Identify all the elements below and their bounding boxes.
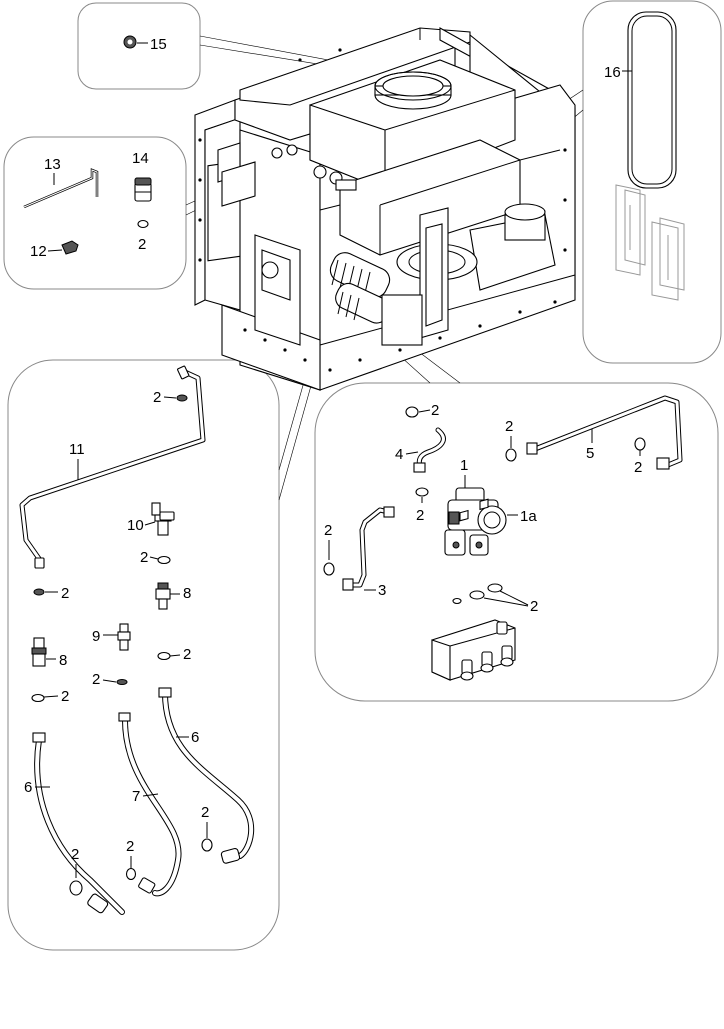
label-6-a: 6 xyxy=(24,779,32,796)
label-2-c: 2 xyxy=(140,549,148,566)
label-4: 4 xyxy=(395,446,403,463)
part-4-pipe: 4 xyxy=(395,427,446,473)
part-6-hose-right: 6 xyxy=(158,687,255,864)
boiler-assembly xyxy=(194,27,576,391)
label-15: 15 xyxy=(150,36,167,53)
label-2-i: 2 xyxy=(126,838,134,855)
part-5-pipe: 5 xyxy=(526,395,683,470)
label-10: 10 xyxy=(127,517,144,534)
part-15-grommet: 15 xyxy=(123,35,167,53)
panel-part-15 xyxy=(77,2,201,90)
label-2-o: 2 xyxy=(324,522,332,539)
label-13: 13 xyxy=(44,156,61,173)
label-16: 16 xyxy=(604,64,621,81)
part-6-hose-left: 6 xyxy=(24,732,125,915)
part-9-fitting: 9 xyxy=(92,623,131,651)
part-16-expansion-vessel: 16 xyxy=(604,11,685,301)
label-8-a: 8 xyxy=(183,585,191,602)
label-5: 5 xyxy=(586,445,594,462)
panel-parts-12-14 xyxy=(3,136,187,290)
parts-12-13-14: 13 14 2 12 xyxy=(23,150,152,260)
part-8-fitting-right: 8 xyxy=(155,582,191,610)
label-2-d: 2 xyxy=(61,585,69,602)
part-7-hose: 7 xyxy=(118,712,182,897)
label-1a: 1a xyxy=(520,508,537,525)
label-7: 7 xyxy=(132,788,140,805)
part-3-pipe: 3 xyxy=(342,506,395,599)
label-12: 12 xyxy=(30,243,47,260)
label-2-k: 2 xyxy=(431,402,439,419)
label-9: 9 xyxy=(92,628,100,645)
label-8-b: 8 xyxy=(59,652,67,669)
panel-pipes-left xyxy=(7,359,280,951)
label-2-n: 2 xyxy=(416,507,424,524)
part-11-pipe: 11 xyxy=(19,365,206,569)
panel-pump-group xyxy=(314,382,719,702)
label-2-b: 2 xyxy=(153,389,161,406)
label-1: 1 xyxy=(460,457,468,474)
label-2-j: 2 xyxy=(71,846,79,863)
pipes-left-group: 11 2 10 2 8 2 9 xyxy=(19,365,255,915)
label-2-m: 2 xyxy=(634,459,642,476)
part-10-fitting: 10 xyxy=(127,502,175,536)
label-2-h: 2 xyxy=(201,804,209,821)
label-14: 14 xyxy=(132,150,149,167)
label-2-p: 2 xyxy=(530,598,538,615)
pump-bracket xyxy=(431,498,516,681)
label-11: 11 xyxy=(69,441,85,458)
label-3: 3 xyxy=(378,582,386,599)
label-2-e: 2 xyxy=(183,646,191,663)
label-2-f: 2 xyxy=(92,671,100,688)
label-2-l: 2 xyxy=(505,418,513,435)
label-2-a: 2 xyxy=(138,236,146,253)
part-8-fitting-left: 8 xyxy=(31,637,67,669)
label-6-b: 6 xyxy=(191,729,199,746)
label-2-g: 2 xyxy=(61,688,69,705)
pump-group: 2 4 2 5 2 1 xyxy=(323,395,683,681)
